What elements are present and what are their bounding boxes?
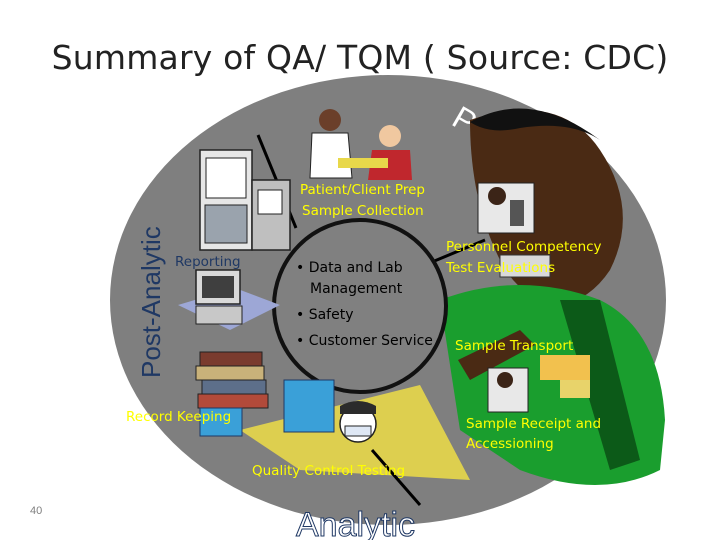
- core-item-data-management: Data and Lab Management: [296, 258, 436, 300]
- divider-right: [431, 238, 486, 264]
- label-personnel-2: Test Evaluations: [445, 260, 555, 276]
- transport-worker-illustration: [487, 367, 529, 413]
- label-sample-receipt-1: Sample Receipt and: [466, 416, 601, 432]
- lab-technician-illustration: [440, 108, 665, 485]
- label-record-keeping: Record Keeping: [126, 409, 231, 425]
- sample-collection-illustration: [309, 109, 412, 180]
- computer-illustration: [178, 269, 280, 330]
- label-patient-prep-1: Patient/Client Prep: [300, 182, 425, 198]
- masked-worker-illustration: [339, 401, 377, 443]
- microscope-worker-illustration: [477, 182, 535, 234]
- core-items-list: Data and Lab Management Safety Customer …: [296, 258, 436, 357]
- storage-bin-illustration: [199, 379, 335, 437]
- books-illustration: [195, 351, 269, 409]
- divider-bottom: [370, 449, 422, 506]
- label-patient-prep-2: Sample Collection: [302, 203, 424, 219]
- page-number: 40: [30, 505, 43, 517]
- label-sample-receipt-2: Accessioning: [466, 436, 554, 452]
- core-item-customer-service: Customer Service: [296, 331, 436, 352]
- label-quality-control: Quality Control Testing: [252, 463, 405, 479]
- ring-label-analytic: Analytic: [296, 506, 415, 540]
- ring-label-post-analytic: Post-Analytic: [136, 226, 166, 378]
- page-title: Summary of QA/ TQM ( Source: CDC): [51, 38, 669, 77]
- label-personnel-1: Personnel Competency: [446, 239, 602, 255]
- lab-instrument-illustration: [199, 149, 291, 251]
- core-item-safety: Safety: [296, 305, 436, 326]
- label-reporting: Reporting: [175, 254, 241, 270]
- label-sample-transport: Sample Transport: [455, 338, 573, 354]
